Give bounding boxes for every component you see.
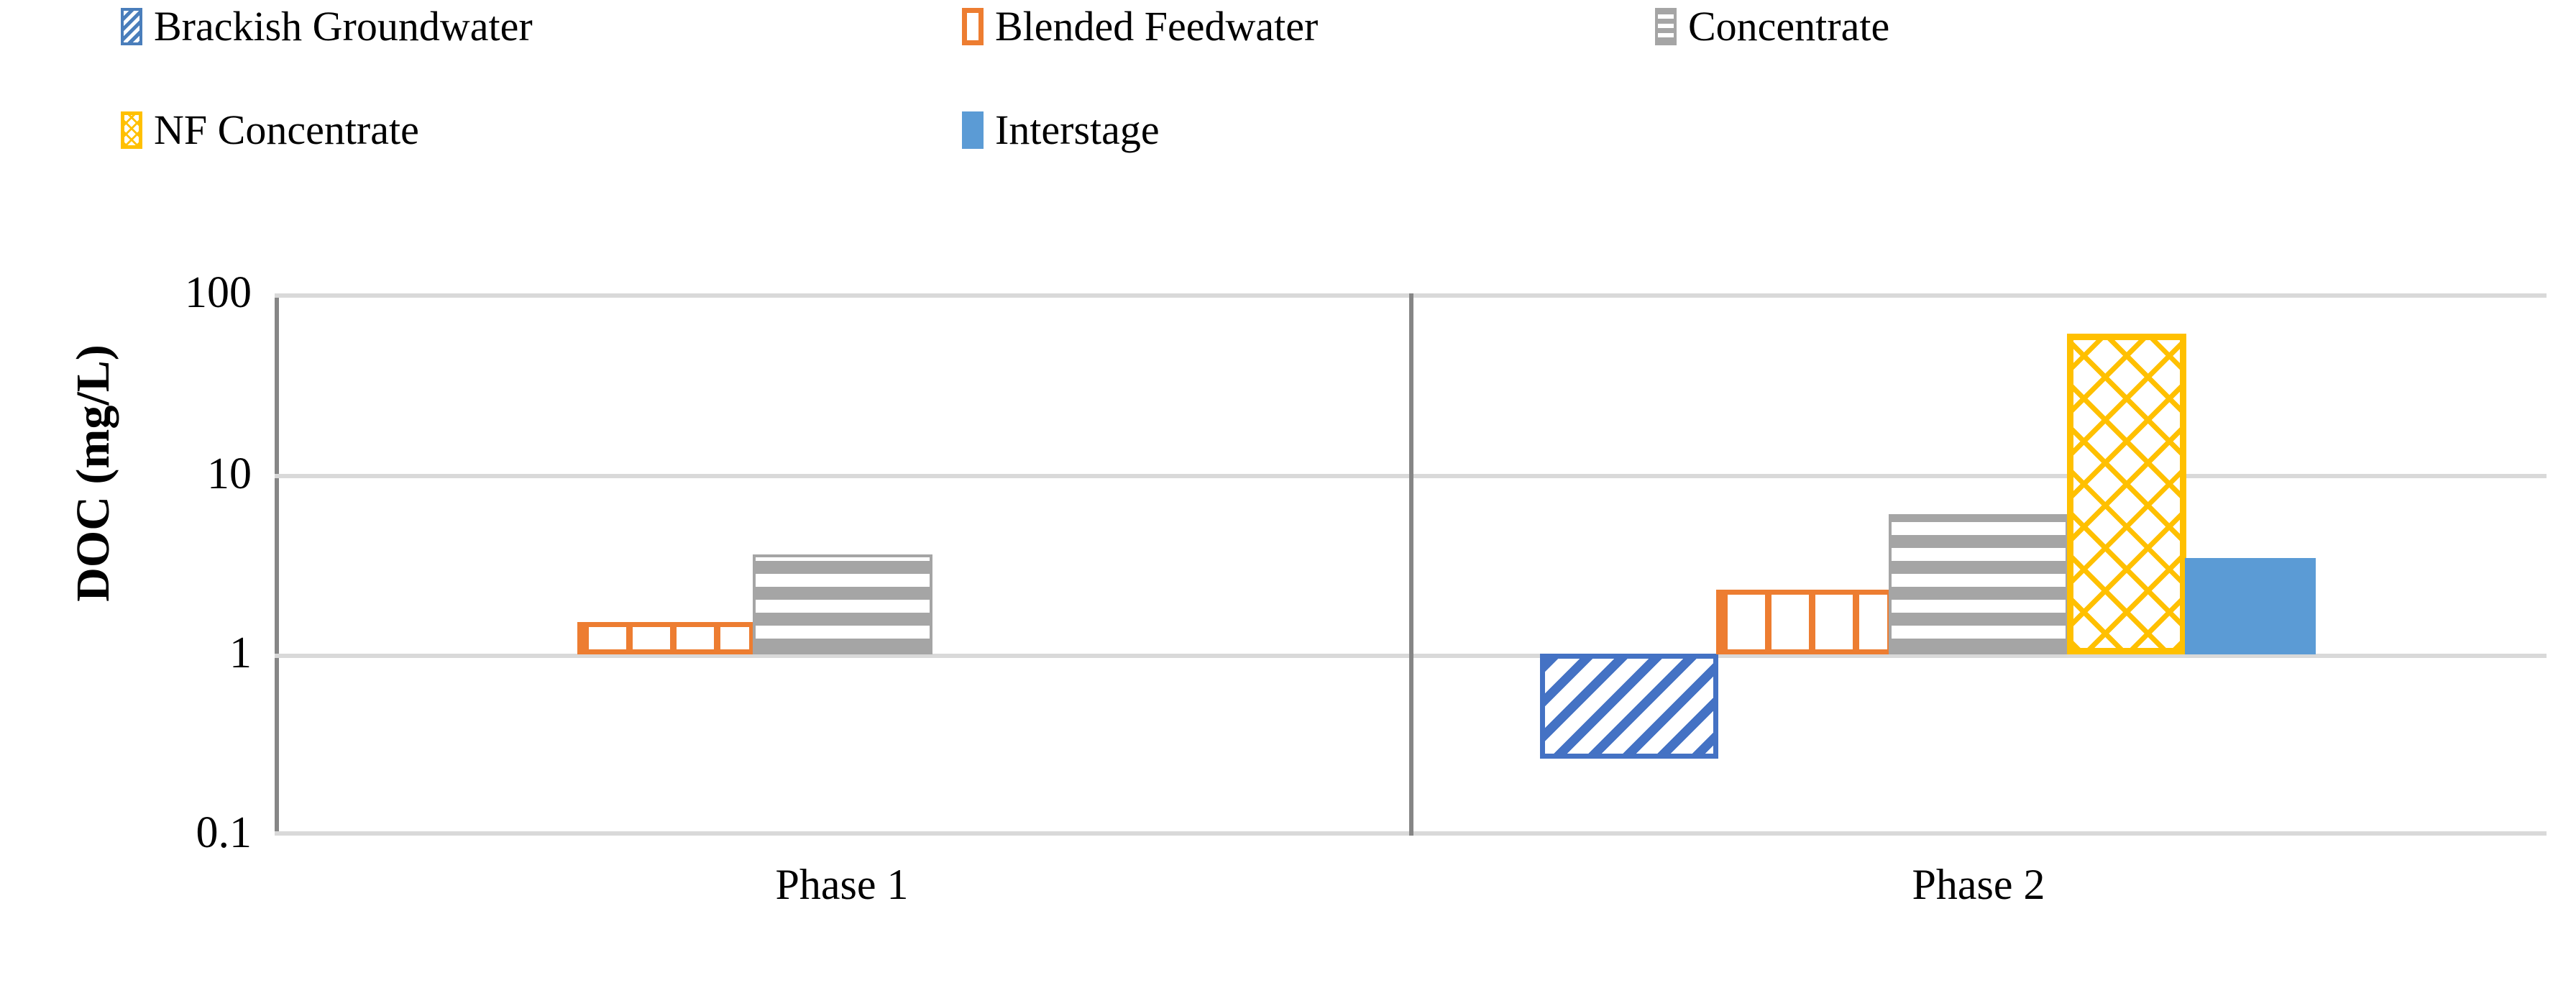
x-label-phase-1: Phase 1 (775, 861, 909, 908)
bar-phase2-interstage[interactable] (2185, 558, 2316, 654)
y-tick-0point1: 0.1 (196, 808, 252, 857)
legend-item-nf-concentrate[interactable]: NF Concentrate (121, 109, 419, 151)
bar-phase1-concentrate[interactable] (753, 554, 932, 654)
legend-item-blended-feedwater[interactable]: Blended Feedwater (962, 6, 1318, 47)
plot-area (275, 293, 2547, 836)
bar-phase2-blended-feedwater[interactable] (1716, 590, 1892, 654)
y-tick-10: 10 (207, 449, 252, 498)
legend-item-concentrate[interactable]: Concentrate (1655, 6, 1889, 47)
y-tick-100: 100 (185, 268, 252, 317)
bar-phase2-brackish-groundwater[interactable] (1540, 654, 1718, 759)
blended-feedwater-swatch-icon (962, 8, 984, 45)
y-axis-tick-labels: 100 10 1 0.1 (29, 0, 252, 1001)
plot-frame (275, 293, 2547, 836)
chart-legend: Brackish Groundwater Blended Feedwater C… (0, 0, 2576, 216)
x-label-phase-2: Phase 2 (1912, 861, 2045, 908)
interstage-swatch-icon (962, 111, 984, 149)
legend-label-brackish-groundwater: Brackish Groundwater (154, 3, 533, 50)
legend-item-interstage[interactable]: Interstage (962, 109, 1160, 151)
y-tick-1: 1 (229, 629, 252, 677)
category-divider (1409, 293, 1413, 836)
legend-label-blended-feedwater: Blended Feedwater (995, 3, 1319, 50)
legend-item-brackish-groundwater[interactable]: Brackish Groundwater (121, 6, 533, 47)
bar-phase2-concentrate[interactable] (1889, 514, 2068, 654)
concentrate-swatch-icon (1655, 8, 1677, 45)
nf-concentrate-swatch-icon (121, 111, 142, 149)
legend-label-nf-concentrate: NF Concentrate (154, 106, 419, 153)
brackish-swatch-icon (121, 8, 142, 45)
bar-phase1-blended-feedwater[interactable] (577, 622, 754, 654)
legend-label-concentrate: Concentrate (1688, 3, 1890, 50)
bar-phase2-nf-concentrate[interactable] (2067, 334, 2186, 654)
legend-label-interstage: Interstage (995, 106, 1160, 153)
